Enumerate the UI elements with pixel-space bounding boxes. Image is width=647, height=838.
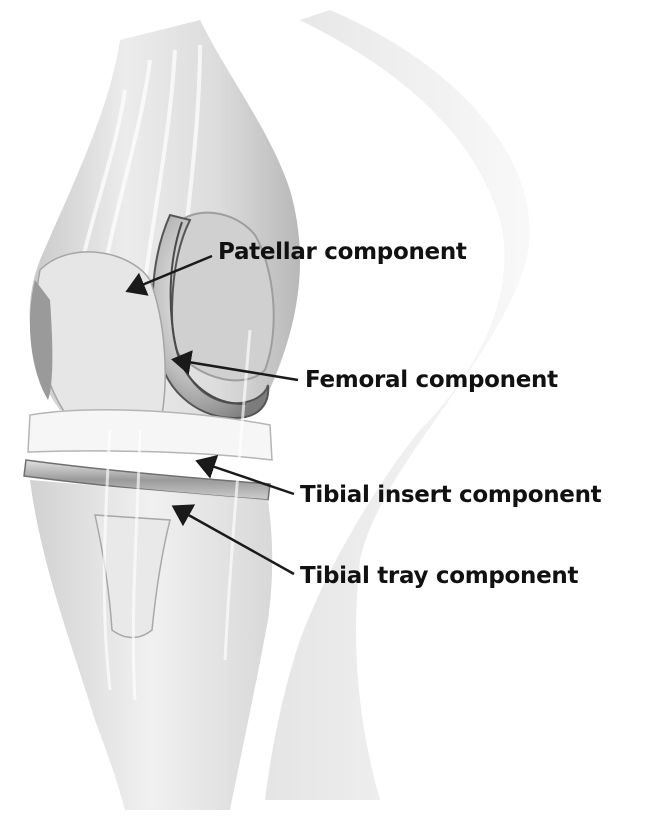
femoral-component-label: Femoral component (305, 369, 558, 392)
patellar-component-label: Patellar component (218, 241, 467, 264)
tibial-insert-component-label: Tibial insert component (300, 484, 601, 507)
tibial-tray-component-label: Tibial tray component (300, 565, 578, 588)
leg-back-silhouette (265, 10, 530, 800)
